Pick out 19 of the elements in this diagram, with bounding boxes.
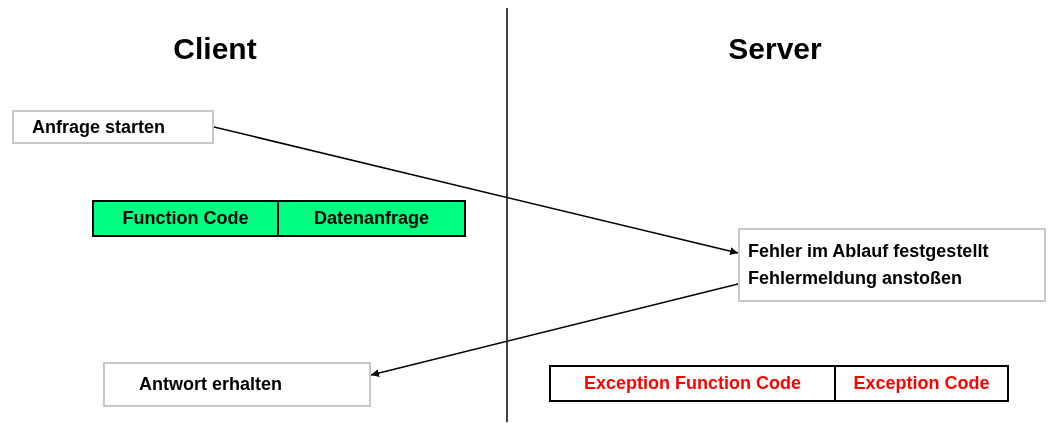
- box-text: Exception Code: [853, 372, 990, 395]
- message-field: [277, 200, 466, 237]
- arrow: [213, 126, 739, 255]
- process-box: [103, 362, 371, 407]
- box-text: Exception Function Code: [584, 372, 801, 395]
- arrow: [370, 283, 739, 377]
- box-text: Anfrage starten: [32, 115, 167, 139]
- process-box: [12, 110, 214, 144]
- message-field: [834, 365, 1009, 402]
- column-heading: Client: [173, 32, 257, 66]
- box-text: Fehler im Ablauf festgestellt: [748, 240, 990, 263]
- box-text: Datenanfrage: [314, 207, 429, 230]
- message-field: [92, 200, 279, 237]
- box-text: Function Code: [122, 207, 249, 230]
- box-text: Fehlermeldung anstoßen: [748, 267, 964, 290]
- box-text: Antwort erhalten: [139, 373, 283, 396]
- column-heading: Server: [728, 32, 822, 66]
- message-field: [549, 365, 836, 402]
- process-box: [738, 228, 1046, 302]
